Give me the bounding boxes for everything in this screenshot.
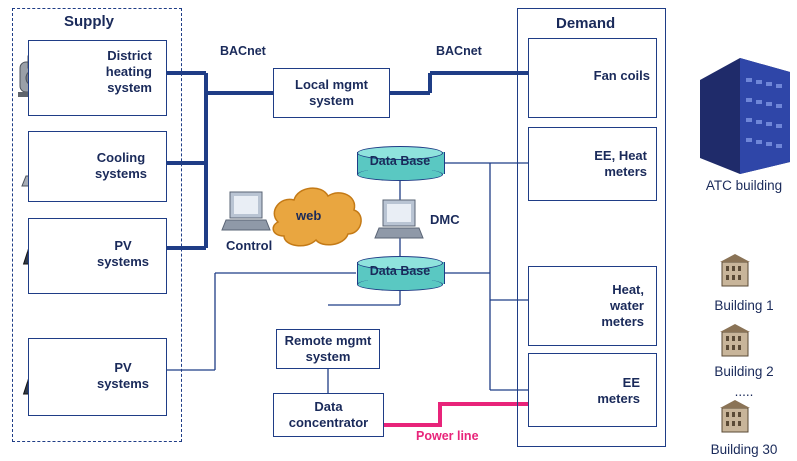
building-30-label: Building 30 [710, 442, 778, 457]
remote-mgmt-box [276, 329, 380, 369]
atc-building-icon [700, 58, 790, 174]
dmc-label: DMC [430, 212, 460, 227]
control-label: Control [226, 238, 273, 253]
data-concentrator-box [273, 393, 384, 437]
building-icon-30 [720, 400, 750, 433]
fan-coils-box [528, 38, 657, 118]
building-2-label: Building 2 [714, 364, 774, 379]
database-bottom-label: Data Base [369, 264, 431, 278]
heat-water-box [528, 266, 657, 346]
remote-mgmt-label: Remote mgmt system [284, 333, 372, 364]
power-line-label: Power line [416, 429, 479, 443]
cooling-box [28, 131, 167, 202]
building-icon-2 [720, 324, 750, 357]
demand-group [517, 8, 666, 447]
ee-meters-box [528, 353, 657, 427]
pv-box-2 [28, 338, 167, 416]
data-concentrator-label: Data concentrator [288, 399, 369, 430]
atc-building-label: ATC building [705, 178, 783, 193]
demand-title: Demand [556, 15, 616, 32]
district-heating-box [28, 40, 167, 116]
web-cloud-icon [272, 187, 362, 247]
dmc-laptop-icon [374, 199, 424, 239]
fan-coils-label: Fan coils [593, 68, 650, 83]
building-icon-1 [720, 254, 750, 287]
supply-title: Supply [64, 13, 115, 30]
database-bottom: Data Base [357, 256, 445, 291]
pv-box-1 [28, 218, 167, 294]
database-top-label: Data Base [369, 154, 431, 168]
power-line [384, 402, 528, 427]
local-mgmt-label: Local mgmt system [295, 77, 368, 108]
district-heating-label: District heating system [105, 48, 152, 95]
local-mgmt-box [273, 68, 390, 118]
web-label: web [296, 208, 322, 223]
control-laptop-icon [221, 191, 271, 231]
cooling-label: Cooling systems [94, 150, 148, 181]
ee-heat-box [528, 127, 657, 201]
building-1-label: Building 1 [714, 298, 774, 313]
ee-heat-label: EE, Heat meters [594, 148, 647, 179]
bacnet-label-right: BACnet [436, 44, 482, 58]
building-ellipsis: ..... [734, 384, 754, 399]
bacnet-bus-right [390, 71, 528, 95]
bacnet-bus-left [167, 71, 273, 250]
database-top: Data Base [357, 146, 445, 181]
heat-water-label: Heat, water meters [601, 282, 644, 329]
ee-meters-label: EE meters [597, 375, 640, 406]
pv-label-2: PV systems [96, 360, 150, 391]
pv-label-1: PV systems [96, 238, 150, 269]
thin-connectors [167, 162, 528, 393]
bacnet-label-left: BACnet [220, 44, 266, 58]
supply-group [12, 8, 182, 442]
